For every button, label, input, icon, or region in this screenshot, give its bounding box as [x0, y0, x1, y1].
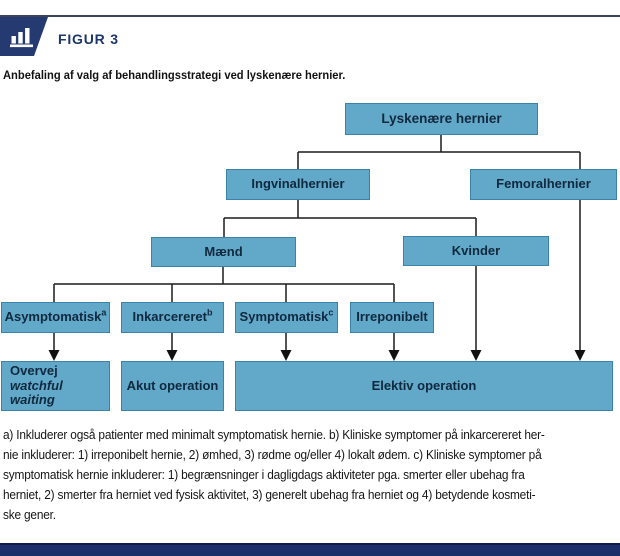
node-label: Femoralhernier [496, 176, 591, 192]
flow-node-maend: Mænd [151, 237, 296, 267]
figure-number-label: FIGUR 3 [58, 31, 119, 47]
footnote-line: nie inkluderer: 1) irreponibelt hernie, … [3, 448, 542, 462]
node-label: Mænd [204, 243, 243, 259]
flow-node-ingvinalhernier: Ingvinalhernier [226, 169, 370, 200]
footnote-line: ske gener. [3, 508, 56, 522]
node-label: Elektiv operation [371, 377, 477, 393]
node-label: Irreponibelt [356, 309, 428, 325]
footnote-line: a) Inkluderer også patienter med minimal… [3, 428, 545, 442]
node-label: Ingvinalhernier [251, 176, 345, 192]
flow-node-overvej-watchful-waiting: Overvej watchful waiting [1, 361, 110, 411]
flow-node-kvinder: Kvinder [403, 236, 549, 266]
node-label: Akut operation [126, 377, 219, 393]
header-rule [0, 15, 620, 17]
footnotes: a) Inkluderer også patienter med minimal… [3, 425, 619, 525]
footnote-line: symptomatisk hernie inkluderer: 1) begræ… [3, 468, 525, 482]
flow-node-irreponibelt: Irreponibelt [350, 302, 434, 333]
figure-title: Anbefaling af valg af behandlingsstrateg… [3, 68, 346, 82]
node-label-line1: Overvej [10, 362, 58, 378]
node-label: Inkarcereretb [132, 307, 213, 325]
node-label-line2: watchful waiting [10, 377, 63, 408]
flow-node-akut-operation: Akut operation [121, 361, 224, 411]
flow-node-asymptomatisk: Asymptomatiska [1, 302, 110, 333]
flow-node-inkarcereret: Inkarcereretb [121, 302, 224, 333]
bottom-bar [0, 543, 620, 556]
footnote-line: herniet, 2) smerter fra herniet ved fysi… [3, 488, 536, 502]
node-label: Asymptomatiska [4, 307, 107, 325]
node-label: Symptomatiskc [239, 307, 334, 325]
flow-node-femoralhernier: Femoralhernier [470, 169, 617, 200]
flow-node-elektiv-operation: Elektiv operation [235, 361, 613, 411]
flow-node-lyskenaere-hernier: Lyskenære hernier [345, 103, 538, 135]
bar-chart-icon [8, 25, 36, 49]
flow-node-symptomatisk: Symptomatiskc [235, 302, 338, 333]
node-label: Kvinder [451, 242, 501, 258]
node-label: Lyskenære hernier [381, 111, 502, 127]
flowchart-connectors [48, 134, 586, 361]
